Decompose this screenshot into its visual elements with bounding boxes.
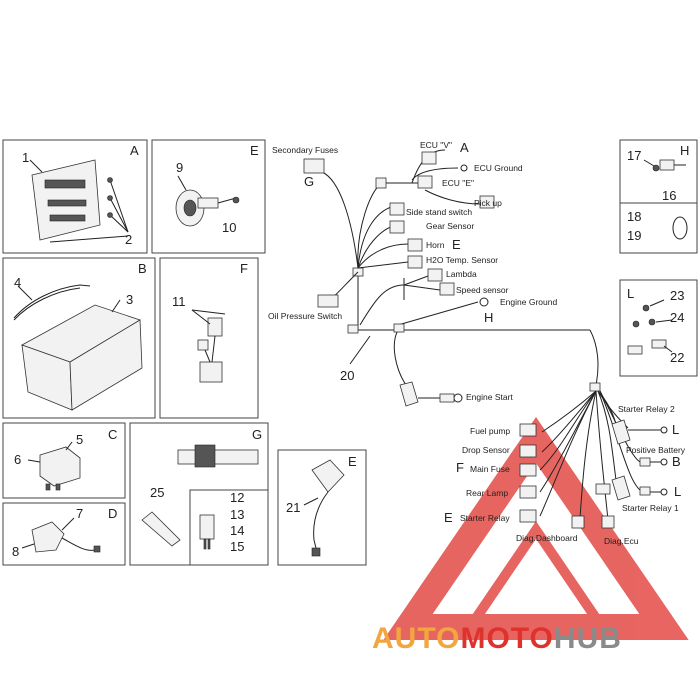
label-lambda: Lambda [446,269,477,279]
sensor-part [21,517,101,553]
relay-part [27,441,81,491]
panel-h-item-16: 16 [662,188,676,203]
panel-e-horn [151,139,266,254]
panel-l-item-22: 22 [670,350,684,365]
panel-c-letter: C [108,427,117,442]
label-starter-relay: Starter Relay [460,513,510,523]
label-main-fuse: Main Fuse [470,464,510,474]
panel-l-item-24: 24 [670,310,684,325]
panel-c-item-5: 5 [76,432,83,447]
panel-h-item-19: 19 [627,228,641,243]
label-side-stand-switch: Side stand switch [406,207,472,217]
label-horn: Horn [426,240,445,250]
watermark-hub: HUB [554,622,622,655]
wiring-harness [303,149,668,529]
panel-b-item-3: 3 [126,292,133,307]
panel-a-item-1: 1 [22,150,29,165]
label-secondary-fuses: Secondary Fuses [272,145,338,155]
panel-e-dashboard-letter: E [348,454,357,469]
label-diag-dashboard: Diag.Dashboard [516,533,578,543]
bolt-part [643,159,688,240]
label-speed-sensor: Speed sensor [456,285,509,295]
label-starter-relay-1: Starter Relay 1 [622,503,679,513]
panel-c [2,422,126,499]
watermark-logo [383,416,689,640]
panel-f-letter: F [240,261,248,276]
label-ecu-ground: ECU Ground [474,163,523,173]
horn-part [175,175,240,227]
panel-g-item-13: 13 [230,507,244,522]
label-g-letter: G [304,174,314,189]
panel-d-item-7: 7 [76,506,83,521]
battery-part [13,284,143,411]
label-drop-sensor: Drop Sensor [462,445,510,455]
panel-l-letter: L [627,286,634,301]
svg-text:AUTOMOTOHUB: AUTOMOTOHUB [372,622,622,655]
label-fuel-pump: Fuel pump [470,426,510,436]
label-gear-sensor: Gear Sensor [426,221,474,231]
panel-e-dashboard [277,449,367,566]
panel-h-item-18: 18 [627,209,641,224]
label-engine-ground: Engine Ground [500,297,557,307]
label-pick-up: Pick up [474,198,502,208]
panel-c-item-6: 6 [14,452,21,467]
panel-d-letter: D [108,506,117,521]
panel-d-item-8: 8 [12,544,19,559]
label-ecu-v: ECU "V" [420,140,452,150]
label-diag-ecu: Diag.Ecu [604,536,639,546]
panel-e-horn-letter: E [250,143,259,158]
fuse-holder-part [191,309,226,383]
label-h-letter: H [484,310,493,325]
label-rear-lamp: Rear Lamp [466,488,508,498]
label-ecu-e: ECU "E" [442,178,474,188]
panel-g-letter: G [252,427,262,442]
label-h2o-temp-sensor: H2O Temp. Sensor [426,255,498,265]
panel-f-item-11: 11 [172,294,186,309]
label-f-letter: F [456,460,464,475]
panel-h-item-17: 17 [627,148,641,163]
panel-e-dashboard-item-21: 21 [286,500,300,515]
panel-b [2,257,156,419]
label-e-letter: E [452,237,461,252]
label-engine-start: Engine Start [466,392,513,402]
panel-l-item-23: 23 [670,288,684,303]
label-b-letter: B [672,454,681,469]
ecu-part [29,159,129,243]
label-positive-battery: Positive Battery [626,445,686,455]
watermark-moto: MOTO [460,622,553,655]
label-e-letter-2: E [444,510,453,525]
panel-g-item-15: 15 [230,539,244,554]
dashboard-connector-part [303,459,345,557]
panel-e-horn-item-9: 9 [176,160,183,175]
panel-g-inner [189,489,269,566]
watermark-auto: AUTO [372,622,460,655]
panel-l [619,279,698,377]
panel-h2 [619,202,698,254]
panel-d [2,502,126,566]
panel-a [2,139,148,254]
label-l-letter-1: L [672,422,679,437]
terminal-bolts-part [627,299,673,355]
panel-e-horn-item-10: 10 [222,220,236,235]
panel-a-letter: A [130,143,139,158]
panel-b-item-4: 4 [14,275,21,290]
panel-f [159,257,259,419]
panel-g-item-25: 25 [150,485,164,500]
label-item-20: 20 [340,368,354,383]
label-oil-pressure-switch: Oil Pressure Switch [268,311,342,321]
panel-b-letter: B [138,261,147,276]
panel-g-item-12: 12 [230,490,244,505]
label-a-letter: A [460,140,469,155]
watermark-text: AUTOMOTOHUB [372,622,622,655]
panel-h-letter: H [680,143,689,158]
label-l-letter-2: L [674,484,681,499]
fuse-box-part [141,444,259,550]
panel-g-item-14: 14 [230,523,244,538]
label-starter-relay-2: Starter Relay 2 [618,404,675,414]
panel-a-item-2: 2 [125,232,132,247]
